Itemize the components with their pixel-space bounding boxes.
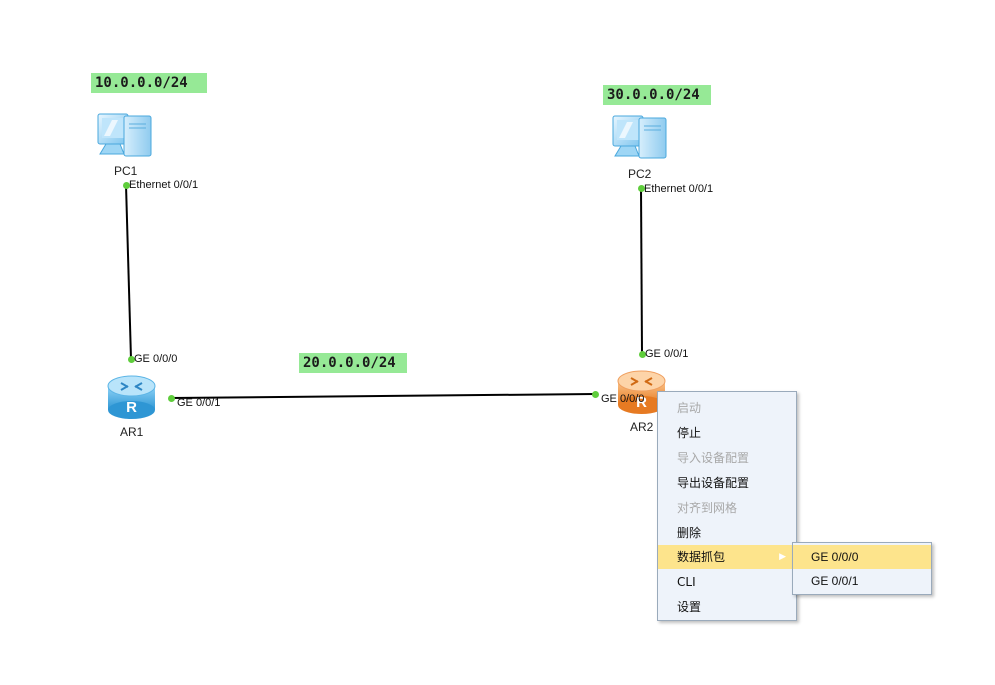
- menu-item-cli[interactable]: CLI: [658, 570, 796, 594]
- pc2-name: PC2: [628, 167, 652, 181]
- submenu-item-label: GE 0/0/1: [811, 574, 859, 588]
- port-label-pc2-eth: Ethernet 0/0/1: [644, 183, 714, 195]
- port-dot-pc2-eth: [638, 185, 645, 192]
- network-label-10[interactable]: 10.0.0.0/24: [91, 73, 207, 93]
- menu-item-label: 导入设备配置: [677, 451, 750, 465]
- port-dot-ar1-ge001: [168, 395, 175, 402]
- menu-item-label: 删除: [677, 526, 702, 540]
- pc1-name: PC1: [114, 164, 138, 178]
- ar2-router-icon[interactable]: R: [617, 370, 666, 414]
- port-label-ar2-ge001: GE 0/0/1: [645, 348, 689, 360]
- submenu-item-label: GE 0/0/0: [811, 550, 859, 564]
- svg-text:R: R: [636, 394, 647, 411]
- ar1-router-icon[interactable]: R: [107, 375, 156, 419]
- submenu-item-ge001[interactable]: GE 0/0/1: [793, 569, 931, 593]
- menu-item-settings[interactable]: 设置: [658, 595, 796, 619]
- link-pc2-ar2[interactable]: [640, 187, 643, 355]
- menu-item-label: 对齐到网格: [677, 501, 738, 515]
- menu-item-import-config[interactable]: 导入设备配置: [658, 446, 796, 470]
- menu-item-export-config[interactable]: 导出设备配置: [658, 471, 796, 495]
- menu-item-start[interactable]: 启动: [658, 396, 796, 420]
- pc2-icon[interactable]: [612, 115, 667, 159]
- svg-text:R: R: [126, 399, 137, 416]
- port-label-pc1-eth: Ethernet 0/0/1: [129, 179, 199, 191]
- menu-item-stop[interactable]: 停止: [658, 421, 796, 445]
- port-label-ar1-ge000: GE 0/0/0: [134, 353, 178, 365]
- menu-item-label: 数据抓包: [677, 550, 726, 564]
- menu-item-label: 停止: [677, 426, 702, 440]
- menu-item-label: CLI: [677, 575, 696, 589]
- port-label-ar1-ge001: GE 0/0/1: [177, 397, 221, 409]
- port-dot-ar2-ge000: [592, 391, 599, 398]
- ar2-name: AR2: [630, 420, 654, 434]
- menu-item-label: 启动: [677, 401, 702, 415]
- submenu-arrow-icon: ▶: [779, 552, 786, 562]
- menu-item-capture[interactable]: 数据抓包 ▶: [658, 545, 796, 569]
- menu-item-delete[interactable]: 删除: [658, 521, 796, 545]
- network-label-30[interactable]: 30.0.0.0/24: [603, 85, 711, 105]
- device-context-menu: 启动 停止 导入设备配置 导出设备配置 对齐到网格 删除 数据抓包 ▶ CLI …: [657, 391, 797, 621]
- port-dot-pc1-eth: [123, 182, 130, 189]
- menu-item-align-grid[interactable]: 对齐到网格: [658, 496, 796, 520]
- link-ar1-ar2[interactable]: [170, 393, 596, 399]
- port-dot-ar2-ge001: [639, 351, 646, 358]
- capture-submenu: GE 0/0/0 GE 0/0/1: [792, 542, 932, 595]
- network-label-20[interactable]: 20.0.0.0/24: [299, 353, 407, 373]
- link-pc1-ar1[interactable]: [125, 184, 132, 360]
- pc1-icon[interactable]: [97, 113, 152, 157]
- ar1-name: AR1: [120, 425, 144, 439]
- menu-item-label: 导出设备配置: [677, 476, 750, 490]
- menu-item-label: 设置: [677, 600, 702, 614]
- submenu-item-ge000[interactable]: GE 0/0/0: [793, 545, 931, 569]
- port-label-ar2-ge000: GE 0/0/0: [601, 393, 645, 405]
- port-dot-ar1-ge000: [128, 356, 135, 363]
